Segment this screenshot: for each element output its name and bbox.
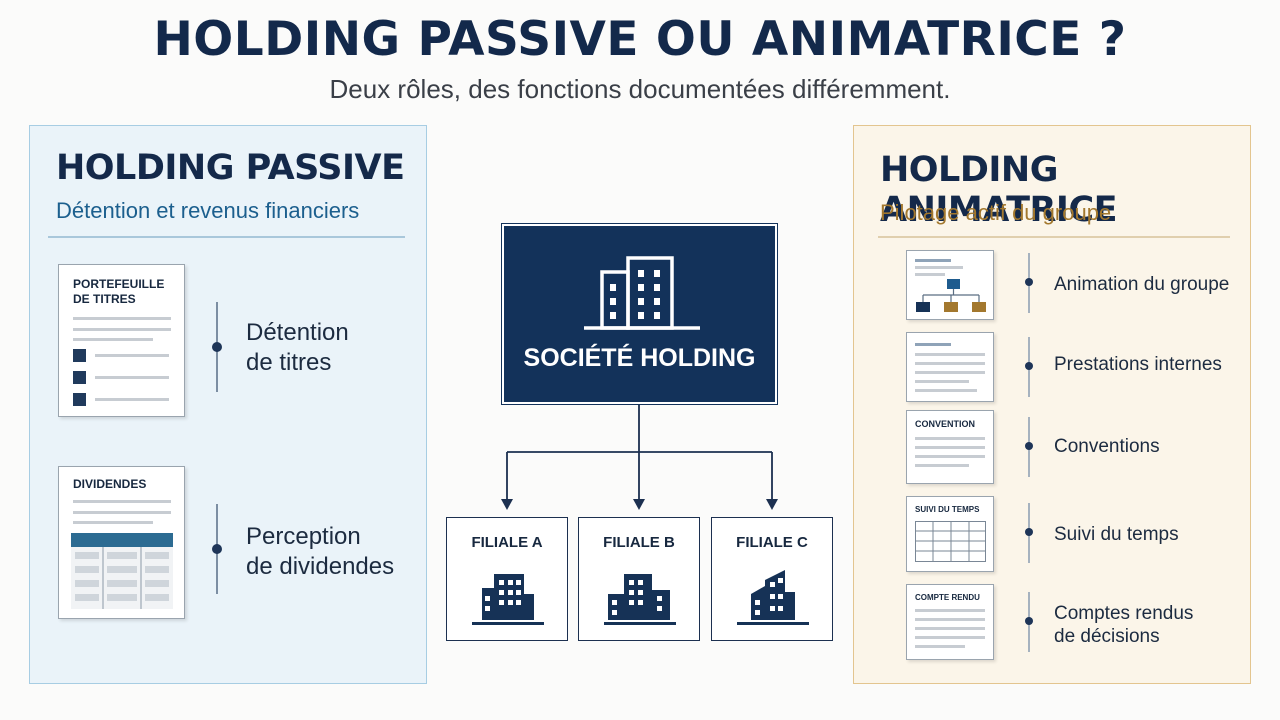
timesheet-document-icon: SUIVI DU TEMPS <box>906 496 994 572</box>
bullet-icon <box>1025 617 1033 625</box>
page-subtitle: Deux rôles, des fonctions documentées di… <box>329 74 951 104</box>
subsidiary-c-label: FILIALE C <box>736 534 808 551</box>
convention-doc-label: CONVENTION <box>915 419 976 429</box>
portfolio-doc-label-2: DE TITRES <box>73 292 136 306</box>
subsidiary-a-box: FILIALE A <box>446 517 568 641</box>
building-icon <box>737 570 809 625</box>
animatrice-item-1: Animation du groupe <box>1054 274 1230 295</box>
minutes-doc-label: COMPTE RENDU <box>915 593 980 602</box>
animatrice-subtitle: Pilotage actif du groupe <box>880 200 1112 225</box>
animatrice-item-5-line2: de décisions <box>1054 626 1160 647</box>
animatrice-panel: HOLDING ANIMATRICE Pilotage actif du gro… <box>853 125 1251 684</box>
passive-panel: HOLDING PASSIVE Détention et revenus fin… <box>29 125 427 684</box>
bullet-icon <box>1025 442 1033 450</box>
passive-item-2-line2: de dividendes <box>246 553 395 580</box>
subsidiary-b-box: FILIALE B <box>578 517 700 641</box>
animatrice-divider <box>878 236 1230 238</box>
passive-divider <box>48 236 405 238</box>
bullet-icon <box>212 342 222 352</box>
dividends-table-icon <box>71 547 173 609</box>
bullet-icon <box>1025 278 1033 286</box>
portfolio-document-icon: PORTEFEUILLE DE TITRES <box>58 264 185 417</box>
bullet-icon <box>1025 362 1033 370</box>
passive-item-1-line1: Détention <box>246 319 349 346</box>
passive-item-1-line2: de titres <box>246 349 332 376</box>
subsidiary-a-label: FILIALE A <box>471 534 543 551</box>
holding-company-box: SOCIÉTÉ HOLDING <box>501 223 778 405</box>
page-title: HOLDING PASSIVE OU ANIMATRICE ? <box>153 12 1127 67</box>
portfolio-doc-label-1: PORTEFEUILLE <box>73 277 165 291</box>
dividends-document-icon: DIVIDENDES <box>58 466 185 619</box>
building-icon <box>584 256 700 330</box>
subsidiary-c-box: FILIALE C <box>711 517 833 641</box>
timesheet-grid-icon <box>915 521 986 562</box>
animatrice-title: HOLDING ANIMATRICE <box>880 150 1118 230</box>
animatrice-item-5-line1: Comptes rendus <box>1054 603 1194 624</box>
building-icon <box>472 574 544 625</box>
services-document-icon <box>906 332 994 402</box>
table-header <box>71 533 173 547</box>
animatrice-item-2: Prestations internes <box>1054 354 1222 375</box>
passive-subtitle: Détention et revenus financiers <box>56 198 360 223</box>
minutes-document-icon: COMPTE RENDU <box>906 584 994 660</box>
holding-label: SOCIÉTÉ HOLDING <box>523 344 756 372</box>
building-icon <box>604 574 676 625</box>
bullet-icon <box>212 544 222 554</box>
dividends-doc-label: DIVIDENDES <box>73 477 147 491</box>
passive-item-2-line1: Perception <box>246 523 361 550</box>
animatrice-item-3: Conventions <box>1054 436 1160 457</box>
timesheet-doc-label: SUIVI DU TEMPS <box>915 505 980 514</box>
org-chart-document-icon <box>906 250 994 320</box>
convention-document-icon: CONVENTION <box>906 410 994 484</box>
animatrice-item-4: Suivi du temps <box>1054 524 1179 545</box>
bullet-icon <box>1025 528 1033 536</box>
passive-title: HOLDING PASSIVE <box>56 148 405 188</box>
subsidiary-b-label: FILIALE B <box>603 534 675 551</box>
